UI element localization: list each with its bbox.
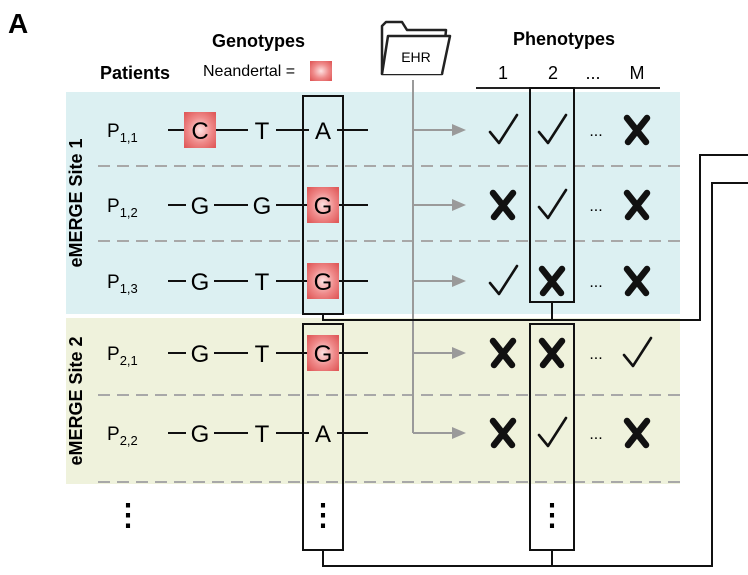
cross-icon [623,114,651,146]
allele: T [255,269,270,296]
allele: T [255,341,270,368]
check-icon [537,188,568,220]
phenotype-col-ellipsis: ... [585,63,600,83]
neandertal-allele-highlight [307,263,339,299]
ehr-connectors [412,80,455,434]
patients-header: Patients [100,63,170,83]
neandertal-allele-highlight [307,187,339,223]
phenotype-ellipsis: ... [589,426,602,443]
phenotype-ellipsis: ... [589,274,602,291]
allele: A [315,421,331,448]
allele: G [314,341,333,368]
panel-label: A [8,8,28,39]
allele: T [255,118,270,145]
cross-icon [623,265,651,297]
cross-icon [489,189,517,221]
cross-icon [623,417,651,449]
more-phenotypes-ellipsis: ⋮ [537,499,567,532]
neandertal-allele-highlight [184,112,216,148]
check-icon [488,264,519,296]
patient-label: P2,2 [107,424,138,448]
phenotypes-header: Phenotypes [513,29,615,49]
phenotype-col-2: 2 [548,63,558,83]
check-icon [537,416,568,448]
phenotype-ellipsis: ... [589,123,602,140]
neandertal-legend-label: Neandertal = [203,63,295,80]
patient-label: P1,2 [107,196,138,220]
association-connectors [322,154,748,567]
allele: G [314,193,333,220]
patient-label: P2,1 [107,344,138,368]
site-1-background [66,92,680,314]
allele: A [315,118,331,145]
allele: C [191,118,208,145]
phenotype-col-1: 1 [498,63,508,83]
patient-row: P1,2 G G G... [107,187,651,223]
cross-icon [489,417,517,449]
check-icon [488,113,519,145]
ehr-arrowheads [452,124,466,439]
patient-row: P1,1 C T A... [107,112,651,148]
allele: T [255,421,270,448]
genotypes-header: Genotypes [212,31,305,51]
patient-label: P1,3 [107,272,138,296]
allele: G [191,421,210,448]
more-patients-ellipsis: ⋮ [113,499,143,532]
neandertal-legend-swatch [310,61,332,81]
neandertal-allele-highlight [307,335,339,371]
more-genotypes-ellipsis: ⋮ [308,499,338,532]
allele: G [253,193,272,220]
phenotype-ellipsis: ... [589,346,602,363]
allele: G [314,269,333,296]
check-icon [622,336,653,368]
patient-row: P1,3 G T G... [107,263,651,299]
allele: G [191,269,210,296]
patient-row: P2,1 G T G... [107,335,653,371]
cross-icon [538,337,566,369]
ehr-label: EHR [401,49,431,65]
cross-icon [489,337,517,369]
phenotype-col-m: M [630,63,645,83]
check-icon [537,113,568,145]
allele: G [191,193,210,220]
site-2-background [66,318,680,484]
cross-icon [538,265,566,297]
site-1-label: eMERGE Site 1 [66,138,86,267]
phenotype-ellipsis: ... [589,198,602,215]
cross-icon [623,189,651,221]
patient-row: P2,2 G T A... [107,416,651,449]
ehr-folder-icon: EHR [380,20,452,76]
allele: G [191,341,210,368]
site-2-label: eMERGE Site 2 [66,336,86,465]
row-separators [98,165,680,483]
patient-label: P1,1 [107,121,138,145]
